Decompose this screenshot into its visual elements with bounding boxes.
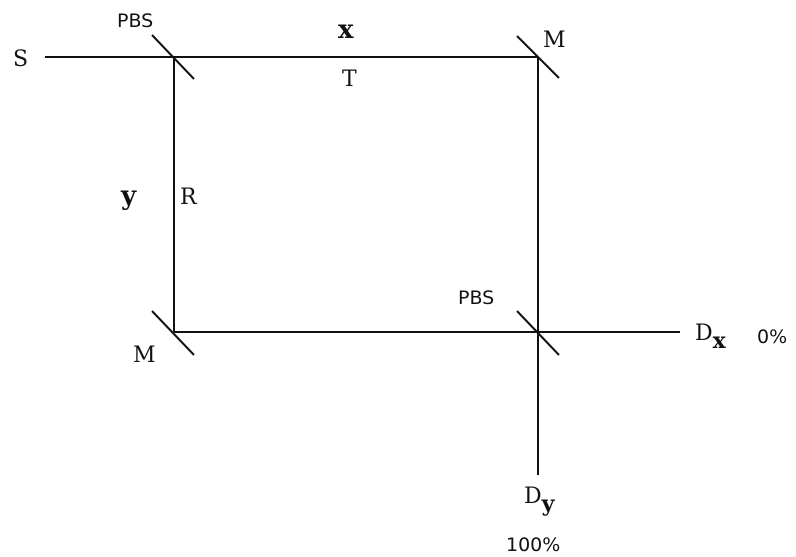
source-label: S — [13, 47, 28, 72]
mirror-top-label: M — [543, 28, 566, 53]
transmit-label: T — [342, 67, 357, 92]
reflect-label: R — [180, 185, 198, 210]
mirror-bottom-left — [151, 310, 195, 356]
detector-x-base: D — [695, 321, 713, 346]
detector-y-base: D — [524, 484, 542, 509]
detector-x-subscript: x — [713, 328, 727, 354]
mirror-bottom-label: M — [133, 343, 156, 368]
pbs-bottom-label: PBS — [458, 287, 494, 309]
detector-y-label: Dy — [524, 484, 556, 517]
path-y-label: y — [120, 181, 137, 211]
beam-splitter-bottom-right — [516, 310, 560, 356]
path-x-label: x — [338, 15, 354, 45]
detector-y-subscript: y — [541, 491, 556, 517]
beam-splitter-top-left — [151, 34, 195, 80]
detector-x-percent: 0% — [757, 326, 787, 348]
mirror-top-right — [516, 35, 560, 79]
detector-y-percent: 100% — [506, 534, 560, 556]
pbs-top-label: PBS — [117, 10, 153, 32]
detector-x-label: Dx — [695, 321, 727, 354]
